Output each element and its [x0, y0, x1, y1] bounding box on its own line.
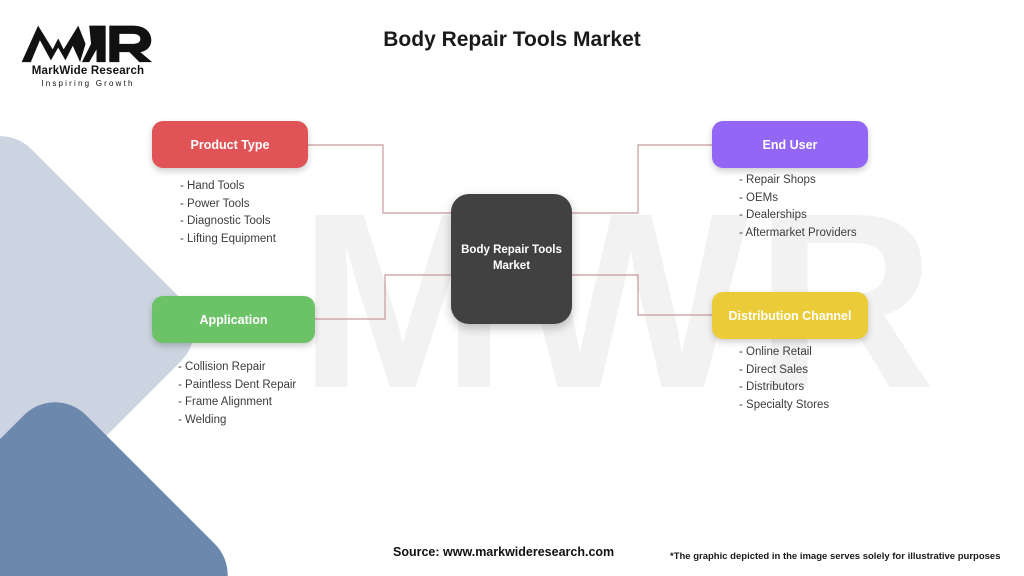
disclaimer-text: *The graphic depicted in the image serve… — [670, 551, 1001, 562]
list-item: - Paintless Dent Repair — [178, 378, 297, 391]
branch-node-distribution-channel[interactable]: Distribution Channel — [712, 292, 868, 339]
list-item: - Online Retail — [739, 346, 812, 358]
source-text: Source: www.markwideresearch.com — [393, 545, 615, 559]
list-item: - Diagnostic Tools — [180, 215, 271, 227]
branch-label-distribution-channel: Distribution Channel — [728, 308, 852, 323]
list-item: - Collision Repair — [178, 361, 266, 373]
list-item: - Welding — [178, 413, 227, 426]
brand-logo: MarkWide Research Inspiring Growth — [18, 22, 158, 88]
mwr-logo-icon — [21, 25, 153, 63]
list-item: - Aftermarket Providers — [739, 226, 857, 239]
list-item: - Repair Shops — [739, 174, 816, 186]
list-item: - Direct Sales — [739, 363, 809, 376]
list-item: - Power Tools — [180, 197, 250, 210]
logo-tagline: Inspiring Growth — [41, 79, 135, 88]
list-item: - Frame Alignment — [178, 396, 272, 408]
branch-items-end-user: - Repair Shops - OEMs - Dealerships - Af… — [739, 172, 857, 242]
connector-distribution-channel — [572, 274, 712, 316]
page-title: Body Repair Tools Market — [383, 28, 641, 51]
branch-node-end-user[interactable]: End User — [712, 121, 868, 168]
list-item: - Dealerships — [739, 209, 807, 221]
branch-label-product-type: Product Type — [190, 137, 270, 152]
list-item: - Hand Tools — [180, 180, 245, 192]
list-item: - Specialty Stores — [739, 398, 830, 411]
logo-company-name: MarkWide Research — [31, 65, 145, 77]
center-node[interactable]: Body Repair Tools Market — [451, 194, 572, 324]
center-node-label-line2: Market — [492, 260, 531, 272]
branch-items-distribution-channel: - Online Retail - Direct Sales - Distrib… — [739, 344, 829, 414]
connector-application — [315, 274, 451, 320]
center-node-label-line1: Body Repair Tools — [461, 244, 562, 257]
list-item: - Distributors — [739, 381, 805, 393]
branch-items-application: - Collision Repair - Paintless Dent Repa… — [178, 359, 296, 429]
branch-label-application: Application — [199, 312, 268, 327]
connector-product-type — [308, 144, 451, 214]
branch-items-product-type: - Hand Tools - Power Tools - Diagnostic … — [180, 178, 276, 248]
branch-label-end-user: End User — [762, 137, 818, 152]
connector-end-user — [572, 144, 712, 214]
branch-node-product-type[interactable]: Product Type — [152, 121, 308, 168]
list-item: - OEMs — [739, 191, 778, 204]
branch-node-application[interactable]: Application — [152, 296, 315, 343]
list-item: - Lifting Equipment — [180, 232, 276, 245]
